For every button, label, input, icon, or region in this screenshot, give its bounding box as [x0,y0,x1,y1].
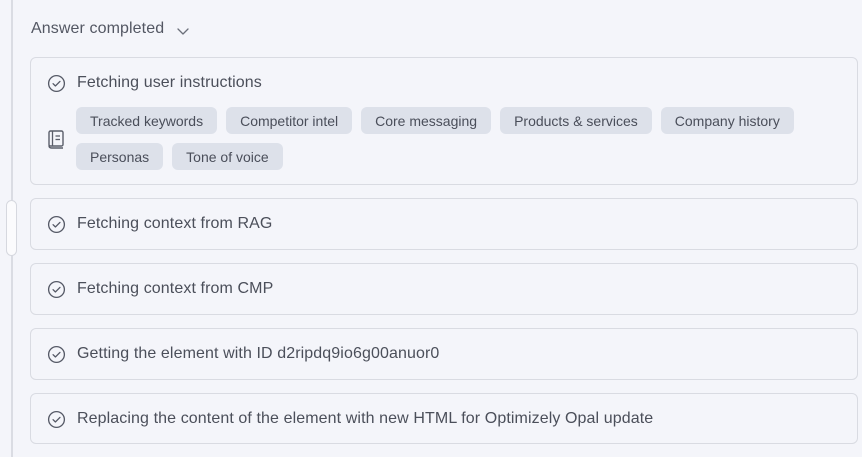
step-label: Replacing the content of the element wit… [77,410,654,427]
instruction-tags: Tracked keywords Competitor intel Core m… [76,107,836,170]
answer-status-toggle[interactable]: Answer completed [31,18,190,40]
chevron-down-icon [177,27,189,35]
tag-core-messaging[interactable]: Core messaging [361,107,492,134]
check-circle-icon [47,410,66,428]
check-circle-icon [47,74,66,92]
check-circle-icon [47,345,66,363]
check-circle-icon [47,215,66,233]
step-label: Fetching context from CMP [77,280,274,297]
tag-personas[interactable]: Personas [76,143,164,170]
step-card-get-element[interactable]: Getting the element with ID d2ripdq9io6g… [30,328,858,380]
tag-tone-of-voice[interactable]: Tone of voice [172,143,283,170]
check-circle-icon [47,280,66,298]
answer-status-label: Answer completed [31,20,165,37]
book-icon [48,130,64,149]
tag-company-history[interactable]: Company history [660,107,794,134]
step-card-user-instructions: Fetching user instructions Tracked keywo… [30,57,858,185]
tag-products-services[interactable]: Products & services [500,107,652,134]
tag-competitor-intel[interactable]: Competitor intel [226,107,353,134]
step-card-rag[interactable]: Fetching context from RAG [30,198,858,250]
resize-handle[interactable] [6,200,17,256]
step-card-replace-content[interactable]: Replacing the content of the element wit… [30,393,858,444]
step-label: Fetching context from RAG [77,215,273,232]
step-label: Getting the element with ID d2ripdq9io6g… [77,345,440,362]
step-card-cmp[interactable]: Fetching context from CMP [30,263,858,315]
step-label: Fetching user instructions [77,74,262,91]
tag-tracked-keywords[interactable]: Tracked keywords [76,107,218,134]
